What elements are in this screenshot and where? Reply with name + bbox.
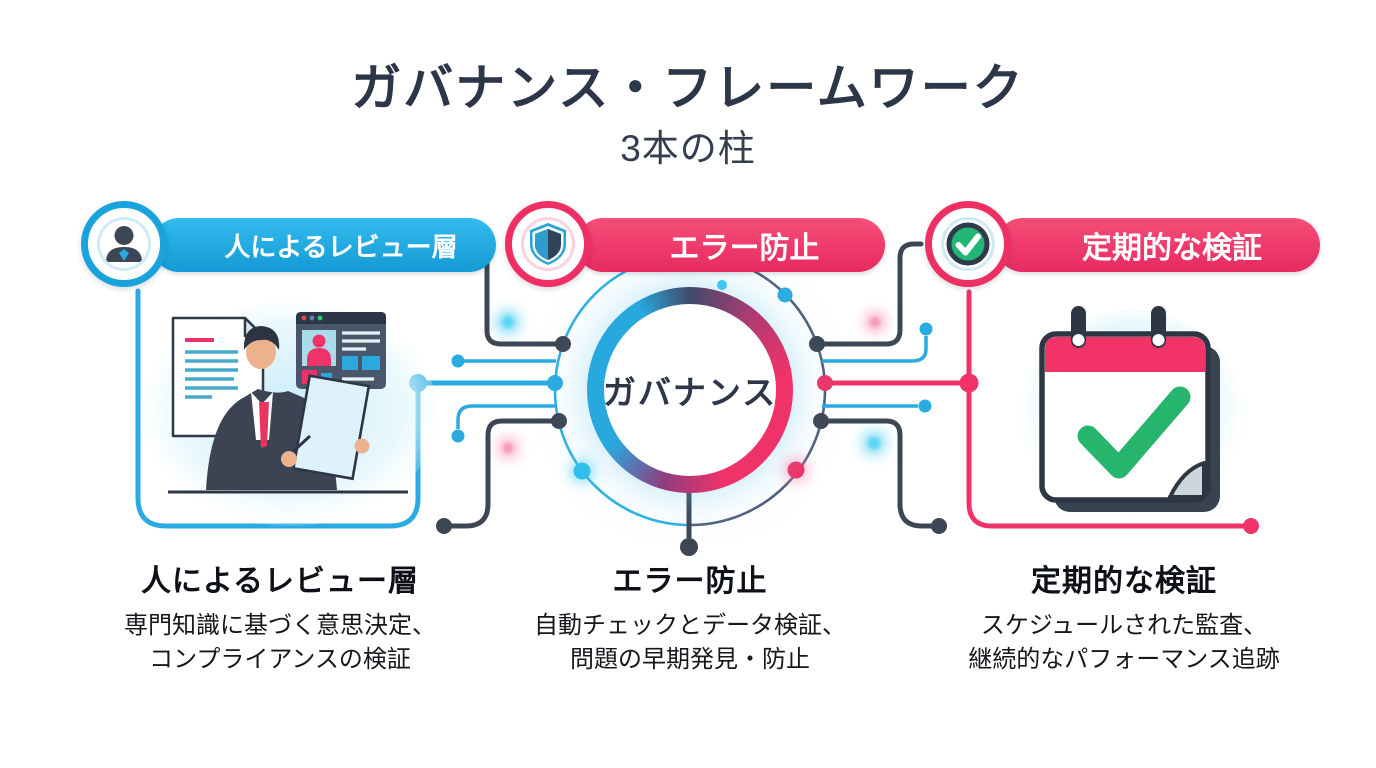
pillar-heading: 人によるレビュー層	[140, 565, 420, 598]
badge-human-review: 人によるレビュー層	[152, 218, 496, 272]
governance-label: ガバナンス	[602, 374, 778, 411]
pillar-description-human-review: 人によるレビュー層 専門知識に基づく意思決定、 コンプライアンスの検証	[70, 556, 490, 677]
page-subtitle: 3本の柱	[620, 128, 756, 169]
calendar-illustration	[1020, 298, 1250, 543]
reviewer-person	[206, 326, 371, 490]
pillar-heading: 定期的な検証	[1031, 565, 1217, 598]
calendar-check-graphic	[1039, 306, 1220, 512]
pillar-desc-line: 継続的なパフォーマンス追跡	[968, 646, 1280, 674]
pillar-desc-line: 問題の早期発見・防止	[570, 646, 810, 674]
pillar-description-error-prevention: エラー防止 自動チェックとデータ検証、 問題の早期発見・防止	[490, 556, 890, 677]
wire-right-dark-bottom	[817, 418, 936, 529]
wire-left-dark-bottom	[446, 418, 559, 529]
badge-error-prevention-label: エラー防止	[669, 232, 820, 265]
wire-left-cyan-frame	[135, 288, 555, 529]
check-icon	[925, 201, 1011, 287]
badge-human-review-label: 人によるレビュー層	[224, 231, 458, 262]
badge-periodic-verification: 定期的な検証	[996, 218, 1320, 272]
pillar-heading: エラー防止	[612, 565, 768, 598]
pillar-desc-line: スケジュールされた監査、	[980, 612, 1268, 639]
pillar-desc-line: コンプライアンスの検証	[149, 646, 411, 674]
pillar-desc-line: 専門知識に基づく意思決定、	[124, 612, 436, 639]
page-title: ガバナンス・フレームワーク	[351, 60, 1025, 116]
reviewer-illustration	[140, 296, 440, 541]
orbit-nodes	[547, 280, 833, 484]
person-icon	[81, 201, 167, 287]
governance-circle: ガバナンス	[587, 287, 793, 493]
pillar-description-periodic-verification: 定期的な検証 スケジュールされた監査、 継続的なパフォーマンス追跡	[912, 556, 1336, 677]
wire-right-pink	[966, 289, 1249, 529]
wire-right-dark-top	[815, 241, 924, 347]
pillar-desc-line: 自動チェックとデータ検証、	[534, 612, 846, 639]
badge-periodic-verification-label: 定期的な検証	[1082, 232, 1262, 265]
shield-icon	[505, 201, 591, 287]
badge-error-prevention: エラー防止	[576, 218, 885, 272]
dashboard-window-icon	[296, 312, 386, 389]
